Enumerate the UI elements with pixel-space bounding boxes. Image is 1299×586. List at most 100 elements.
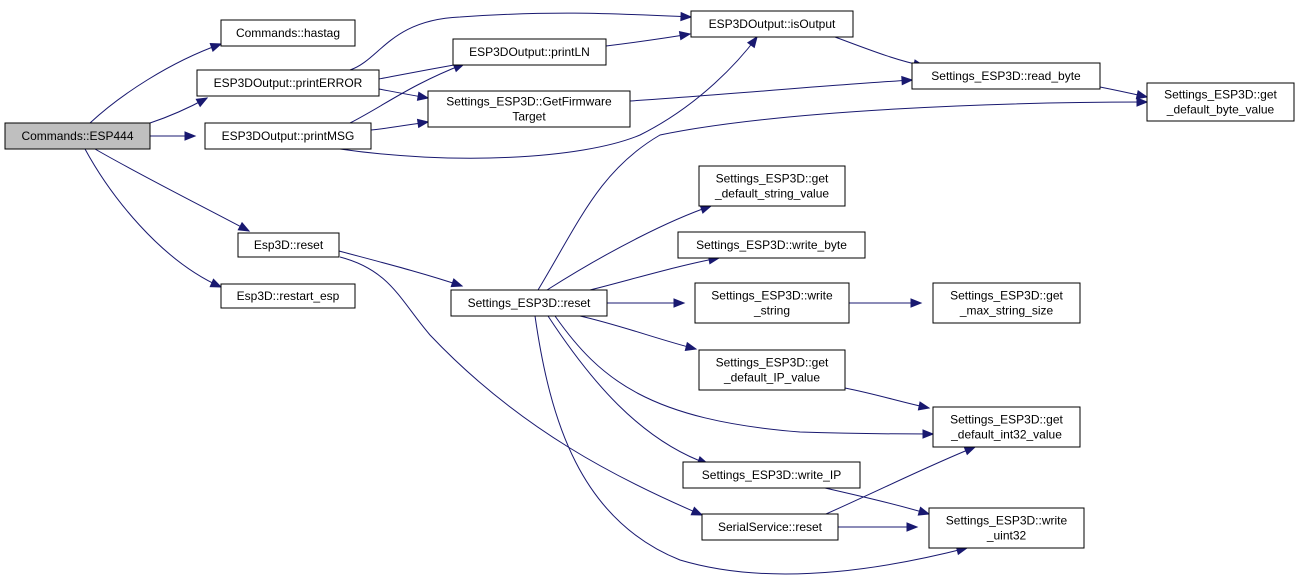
node-label: _max_string_size bbox=[959, 304, 1054, 318]
edge-commands_esp444-to-printerror bbox=[149, 97, 209, 124]
arrowhead-icon bbox=[699, 204, 713, 214]
edge-commands_esp444-to-printmsg bbox=[150, 131, 197, 141]
node-get-default-ip[interactable]: Settings_ESP3D::get_default_IP_value bbox=[698, 349, 846, 391]
edge-serial_reset-to-write_uint32 bbox=[838, 522, 919, 532]
arrowhead-icon bbox=[673, 298, 686, 308]
node-printmsg[interactable]: ESP3DOutput::printMSG bbox=[204, 122, 372, 150]
node-label: Settings_ESP3D::get bbox=[716, 172, 829, 186]
edge-commands_esp444-to-restart_esp bbox=[84, 148, 223, 288]
node-printerror[interactable]: ESP3DOutput::printERROR bbox=[196, 69, 380, 97]
edge-line bbox=[537, 101, 1148, 291]
node-get-default-string[interactable]: Settings_ESP3D::get_default_string_value bbox=[698, 165, 846, 207]
edge-line bbox=[825, 446, 976, 515]
arrowhead-icon bbox=[684, 341, 698, 352]
node-label: _default_string_value bbox=[714, 187, 829, 201]
edge-isoutput-to-read_byte bbox=[834, 36, 926, 69]
edge-printmsg-to-isoutput bbox=[339, 35, 758, 159]
arrowhead-icon bbox=[690, 506, 704, 516]
edge-esp3d_reset-to-settings_reset bbox=[338, 250, 464, 288]
edge-commands_esp444-to-commands_hastag bbox=[89, 43, 223, 124]
edge-line bbox=[605, 33, 691, 47]
node-isoutput[interactable]: ESP3DOutput::isOutput bbox=[690, 10, 854, 38]
node-box bbox=[694, 282, 850, 324]
node-get-default-byte[interactable]: Settings_ESP3D::get_default_byte_value bbox=[1146, 82, 1295, 122]
node-write-string[interactable]: Settings_ESP3D::write_string bbox=[694, 282, 850, 324]
edge-line bbox=[339, 36, 758, 159]
call-edges bbox=[84, 11, 1149, 575]
edge-line bbox=[547, 315, 709, 465]
arrowhead-icon bbox=[746, 35, 758, 49]
arrowhead-icon bbox=[184, 131, 197, 141]
node-label: Settings_ESP3D::get bbox=[950, 413, 1063, 427]
node-commands-hastag[interactable]: Commands::hastag bbox=[220, 19, 356, 47]
arrowhead-icon bbox=[901, 75, 914, 86]
arrowhead-icon bbox=[209, 278, 223, 288]
edge-settings_reset-to-write_string bbox=[607, 298, 686, 308]
node-read-byte[interactable]: Settings_ESP3D::read_byte bbox=[911, 62, 1101, 90]
node-get-max-string[interactable]: Settings_ESP3D::get_max_string_size bbox=[932, 282, 1081, 324]
arrowhead-icon bbox=[922, 429, 935, 439]
node-label: _default_byte_value bbox=[1166, 103, 1275, 117]
node-write-uint32[interactable]: Settings_ESP3D::write_uint32 bbox=[928, 507, 1085, 549]
node-label: _default_IP_value bbox=[723, 371, 820, 385]
node-box bbox=[450, 289, 608, 317]
node-restart-esp[interactable]: Esp3D::restart_esp bbox=[220, 283, 356, 309]
node-label: Settings_ESP3D::get bbox=[1164, 88, 1277, 102]
node-label: Esp3D::restart_esp bbox=[237, 289, 340, 303]
edge-commands_esp444-to-esp3d_reset bbox=[94, 148, 251, 232]
node-label: ESP3DOutput::printERROR bbox=[214, 76, 363, 90]
node-label: Commands::ESP444 bbox=[21, 129, 133, 143]
node-label: Commands::hastag bbox=[236, 26, 340, 40]
arrowhead-icon bbox=[910, 298, 923, 308]
edge-line bbox=[844, 387, 930, 409]
edge-line bbox=[589, 257, 720, 291]
node-box bbox=[701, 513, 839, 541]
node-settings-reset[interactable]: Settings_ESP3D::reset bbox=[450, 289, 608, 317]
node-commands-esp444[interactable]: Commands::ESP444 bbox=[4, 122, 151, 150]
node-box bbox=[928, 507, 1085, 549]
node-label: ESP3DOutput::isOutput bbox=[709, 17, 836, 31]
node-box bbox=[677, 231, 866, 259]
edge-settings_reset-to-get_default_int32 bbox=[554, 315, 935, 439]
node-box bbox=[220, 19, 356, 47]
node-box bbox=[237, 232, 340, 258]
edge-printerror-to-println bbox=[378, 60, 467, 80]
node-label: _default_int32_value bbox=[950, 428, 1062, 442]
node-box bbox=[427, 90, 631, 128]
edge-line bbox=[349, 63, 465, 124]
arrowhead-icon bbox=[917, 401, 931, 411]
node-println[interactable]: ESP3DOutput::printLN bbox=[452, 38, 607, 66]
edge-getfirmware-to-read_byte bbox=[629, 75, 914, 102]
node-box bbox=[452, 38, 607, 66]
edge-line bbox=[339, 256, 703, 516]
edge-line bbox=[629, 79, 913, 102]
node-label: Settings_ESP3D::get bbox=[950, 289, 1063, 303]
node-write-ip[interactable]: Settings_ESP3D::write_IP bbox=[682, 461, 861, 489]
edge-line bbox=[338, 250, 463, 287]
arrowhead-icon bbox=[906, 522, 919, 532]
edge-line bbox=[579, 315, 697, 350]
node-label: SerialService::reset bbox=[718, 520, 823, 534]
node-label: ESP3DOutput::printLN bbox=[469, 45, 590, 59]
node-serial-reset[interactable]: SerialService::reset bbox=[701, 513, 839, 541]
edge-println-to-isoutput bbox=[605, 31, 692, 47]
node-box bbox=[1146, 82, 1295, 122]
edge-line bbox=[534, 315, 968, 575]
node-box bbox=[204, 122, 372, 150]
edge-write_string-to-get_max_string bbox=[849, 298, 923, 308]
node-box bbox=[932, 406, 1081, 448]
node-write-byte[interactable]: Settings_ESP3D::write_byte bbox=[677, 231, 866, 259]
edge-write_ip-to-write_uint32 bbox=[824, 487, 931, 516]
edge-esp3d_reset-to-serial_reset bbox=[339, 256, 704, 516]
edge-line bbox=[84, 148, 222, 288]
node-get-default-int32[interactable]: Settings_ESP3D::get_default_int32_value bbox=[932, 406, 1081, 448]
edge-get_default_ip-to-get_default_int32 bbox=[844, 387, 931, 411]
node-box bbox=[220, 283, 356, 309]
arrowhead-icon bbox=[416, 118, 430, 129]
node-box bbox=[698, 165, 846, 207]
node-esp3d-reset[interactable]: Esp3D::reset bbox=[237, 232, 340, 258]
node-box bbox=[932, 282, 1081, 324]
node-label: ESP3DOutput::printMSG bbox=[222, 129, 355, 143]
